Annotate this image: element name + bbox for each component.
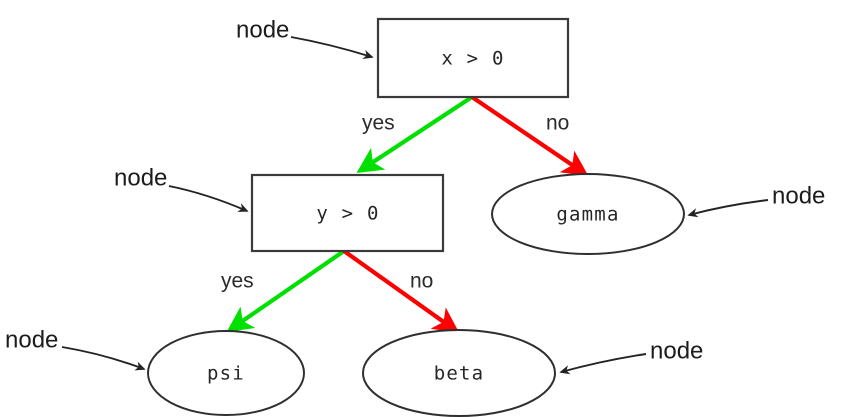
edge-label-root-yes: yes xyxy=(362,112,395,135)
edge-label-inner-yes: yes xyxy=(221,270,254,293)
node-gamma-shape[interactable] xyxy=(491,173,685,255)
edge-inner-no xyxy=(342,249,460,334)
annotation-beta-leader-line xyxy=(559,353,647,375)
node-beta[interactable]: beta xyxy=(362,329,556,417)
node-root[interactable]: x > 0 xyxy=(376,17,570,99)
annotation-inner-label: node xyxy=(114,164,167,191)
edge-label-inner-no: no xyxy=(410,270,433,293)
node-gamma[interactable]: gamma xyxy=(491,173,685,255)
node-gamma-label: gamma xyxy=(556,204,619,226)
node-psi-label: psi xyxy=(207,363,245,385)
node-beta-shape[interactable] xyxy=(362,329,556,417)
annotation-root-label: node xyxy=(236,16,289,43)
edge-root-no xyxy=(470,95,589,177)
node-inner-shape[interactable] xyxy=(250,173,445,253)
node-root-shape[interactable] xyxy=(376,17,570,99)
annotation-beta: node xyxy=(559,337,703,375)
annotation-inner: node xyxy=(114,164,249,212)
edge-root-yes xyxy=(356,95,474,173)
node-inner[interactable]: y > 0 xyxy=(250,173,445,253)
annotation-root: node xyxy=(236,16,374,59)
edge-labels-layer: yes no yes no xyxy=(221,112,569,293)
node-root-label: x > 0 xyxy=(441,48,504,70)
annotation-psi-label: node xyxy=(5,326,58,353)
node-psi-shape[interactable] xyxy=(147,330,305,416)
edges-layer xyxy=(226,95,589,334)
annotation-psi: node xyxy=(5,326,146,371)
edge-label-root-no: no xyxy=(546,112,569,135)
node-beta-label: beta xyxy=(434,363,485,385)
annotation-beta-label: node xyxy=(650,337,703,364)
annotations-layer: node node node node node xyxy=(5,16,825,375)
annotation-inner-leader-line xyxy=(168,185,249,212)
annotation-gamma: node xyxy=(687,182,825,218)
edge-inner-yes xyxy=(226,249,346,333)
annotation-gamma-label: node xyxy=(772,182,825,209)
node-psi[interactable]: psi xyxy=(147,330,305,416)
annotation-psi-leader-line xyxy=(61,346,146,371)
annotation-gamma-leader-line xyxy=(687,199,769,218)
node-inner-label: y > 0 xyxy=(316,203,379,225)
annotation-root-leader-line xyxy=(290,36,374,59)
